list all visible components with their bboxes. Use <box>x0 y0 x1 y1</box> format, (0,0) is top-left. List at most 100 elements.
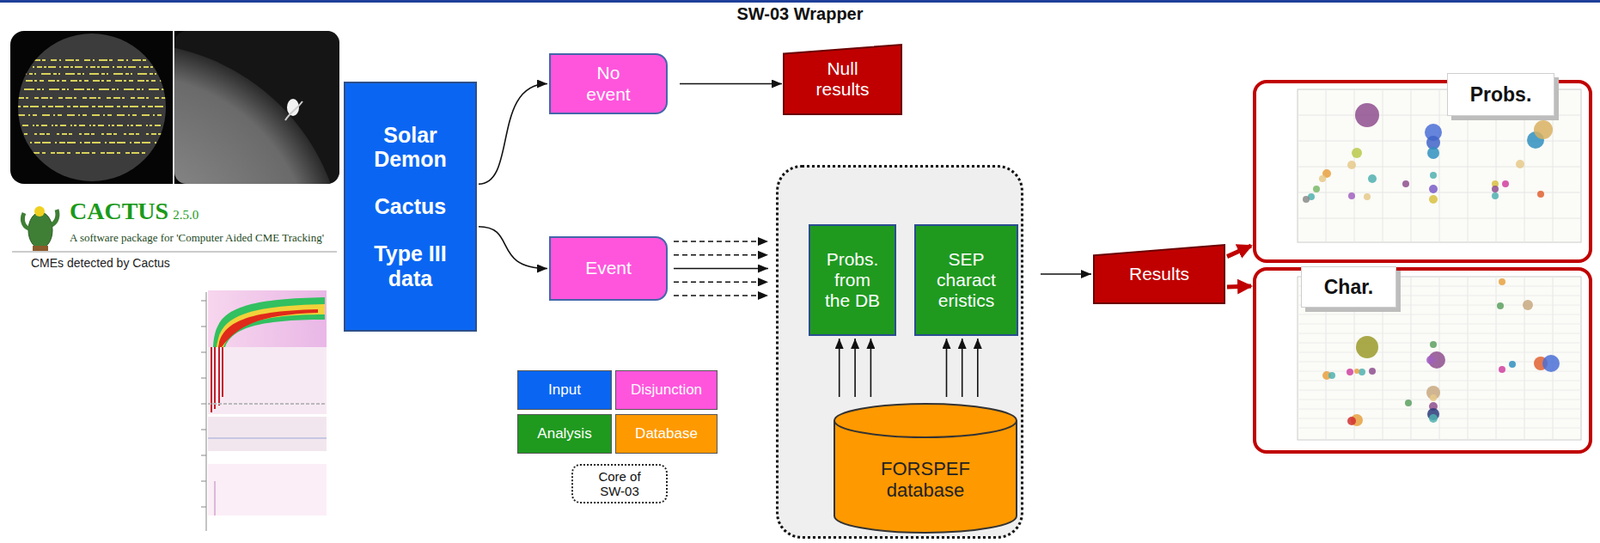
spectrogram-part <box>218 309 318 348</box>
dashed-arrow <box>673 280 769 283</box>
version-number: 2.5.0 <box>172 207 199 223</box>
cme-image-part <box>172 30 175 184</box>
bubble-chart-part-part <box>1328 372 1336 379</box>
flow-arrow <box>977 338 979 397</box>
spectrogram <box>163 290 327 536</box>
database-cylinder: FORSPEF database <box>834 403 1017 533</box>
spectrogram-part <box>201 300 207 507</box>
result-box: Null results <box>783 44 902 115</box>
bubble-chart-part-part <box>1429 414 1438 423</box>
bubble-chart-part-part <box>1426 355 1436 365</box>
bubble-chart-part-part <box>1404 399 1412 407</box>
bubble-chart-part-part <box>1368 367 1376 375</box>
result-arrow <box>1227 286 1252 288</box>
legend-text: Core of SW-03 <box>585 469 654 500</box>
cme-image-part-part <box>17 114 172 117</box>
cactus-icon-part <box>51 209 58 226</box>
bubble-chart-part-part <box>1347 416 1356 426</box>
flow-arrow <box>961 338 964 397</box>
bubble-chart-part-part <box>1537 190 1545 198</box>
cme-image-part-part <box>17 124 172 127</box>
bubble-chart-part-part <box>1355 103 1380 128</box>
bubble-chart-part-part <box>1429 171 1437 179</box>
cme-image-part-part <box>17 66 172 68</box>
node-content: SEP characteristics <box>934 249 999 312</box>
bubble-chart-part-part <box>1508 360 1516 368</box>
bubble-chart-part-part <box>1402 180 1410 188</box>
cactus-icon-part <box>28 212 53 249</box>
bubble-chart-part-part <box>1302 195 1310 203</box>
input-box: Solar DemonCactusType III data <box>343 81 477 332</box>
node-content: Solar DemonCactusType III data <box>356 111 465 303</box>
result-box: Results <box>1093 244 1225 304</box>
bubble-chart-part-part <box>1351 147 1362 159</box>
flow-arrow <box>679 83 782 86</box>
spectrogram-part <box>207 403 327 405</box>
cme-image-part-part <box>17 105 172 108</box>
cme-image-part-part <box>17 59 172 62</box>
dashed-arrow <box>673 294 769 297</box>
bubble-chart-part-part <box>1312 185 1320 193</box>
bubble-chart-part-part <box>1354 368 1360 374</box>
bubble-chart-part-part <box>1429 341 1437 349</box>
flow-arrow <box>946 338 948 397</box>
bubble-chart-part-part <box>1522 299 1533 311</box>
core-group: Probs. from the DB SEP characteristicsFOR… <box>775 164 1024 539</box>
node-content: FORSPEF database <box>861 458 990 502</box>
spectrogram-part <box>207 347 327 415</box>
result-arrow <box>1227 245 1252 257</box>
chart-panel: Char. <box>1252 267 1593 454</box>
cme-image-part-part <box>285 101 303 121</box>
spectrogram-part <box>206 292 208 532</box>
legend-swatch: Analysis <box>517 414 612 454</box>
bubble-chart-part-part <box>1491 192 1499 200</box>
node-content: Event <box>585 257 632 279</box>
node-text: SEP characteristics <box>934 249 999 312</box>
bubble-chart-part-part <box>1533 120 1553 140</box>
node-content: Results <box>1129 263 1190 285</box>
bubble-chart-part-part <box>1363 193 1371 201</box>
node-text: Cactus <box>374 194 446 220</box>
spectrogram-part <box>213 297 325 348</box>
spectrogram-part <box>207 290 327 348</box>
analysis-box: Probs. from the DB <box>808 224 897 336</box>
cme-image-part-part <box>17 73 172 75</box>
cylinder-body <box>834 403 1017 533</box>
cme-image-part <box>17 60 172 153</box>
cactus-icon-part <box>32 245 49 251</box>
cme-image-part-part <box>17 97 172 99</box>
bubble-chart-part-part <box>1347 160 1356 170</box>
logo-tagline: A software package for 'Computer Aided C… <box>69 231 324 245</box>
flow-arrow <box>838 338 841 397</box>
cylinder-top <box>834 421 1017 439</box>
bubble-chart-part-part <box>1427 146 1440 159</box>
flow-arrow <box>854 338 856 397</box>
bubble-chart-part-part <box>1348 192 1356 200</box>
bubble-chart-part-part <box>1498 278 1506 286</box>
legend-text: Input <box>548 381 581 399</box>
node-text: No event <box>574 62 643 104</box>
flow-arrow <box>673 268 769 270</box>
bubble-chart-part-part <box>1491 185 1499 193</box>
trapezoid-shape <box>783 44 902 115</box>
bubble-chart-part-part <box>1319 175 1326 183</box>
bubble-chart-part-part <box>1367 174 1377 184</box>
legend-text: Disjunction <box>630 381 703 399</box>
legend-swatch: Input <box>517 370 612 410</box>
bubble-chart-part <box>1297 115 1582 219</box>
cactus-icon-part <box>34 206 45 217</box>
legend-swatch: Database <box>615 414 718 454</box>
bubble-chart-part-part <box>1502 180 1509 188</box>
spectrogram-part <box>207 464 327 516</box>
disjunction-box: No event <box>549 53 668 115</box>
bubble-chart-part-part <box>1429 394 1437 402</box>
bubble-chart-part-part <box>1515 159 1525 169</box>
node-text: Results <box>1129 263 1190 285</box>
cme-image-part <box>174 30 340 184</box>
cme-image-part-part <box>17 133 172 135</box>
cme-image-part-part <box>17 141 172 144</box>
node-text: FORSPEF database <box>861 458 990 502</box>
node-text: Probs. from the DB <box>822 249 883 312</box>
logo-name: CACTUS <box>69 197 169 226</box>
